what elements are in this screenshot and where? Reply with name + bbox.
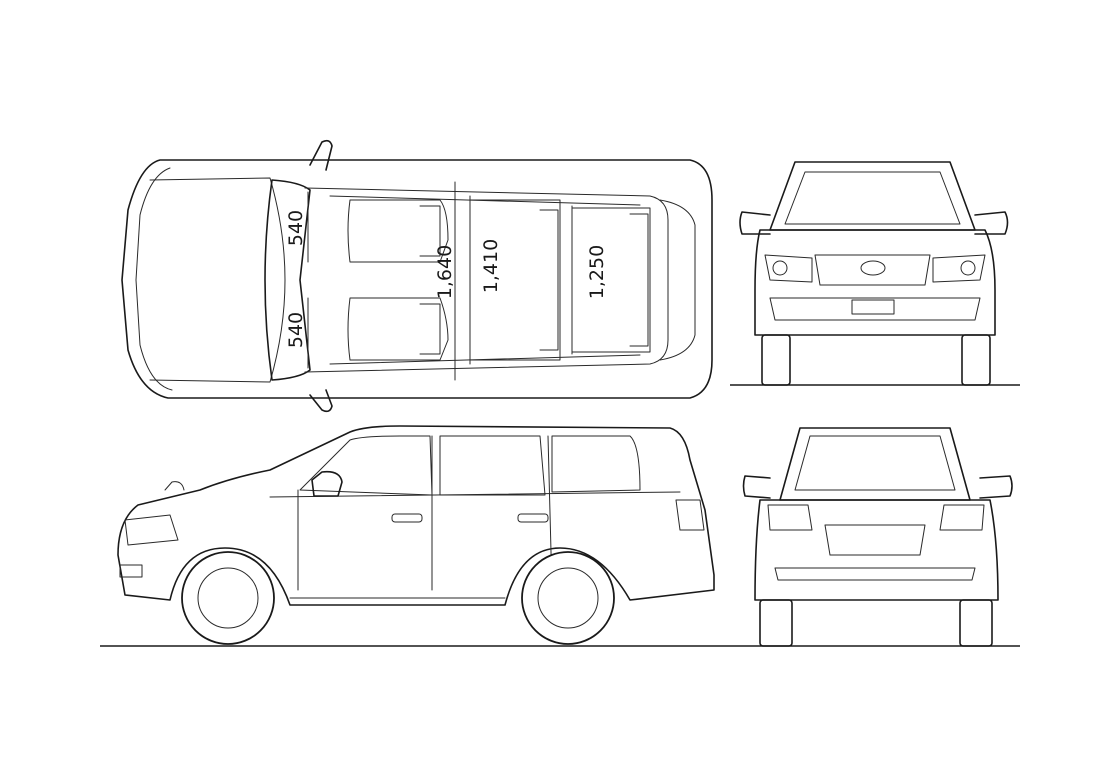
dim-interior-width-middle: 1,410 xyxy=(480,239,502,293)
dim-front-seat-right: 540 xyxy=(285,312,307,348)
front-view xyxy=(730,161,1020,386)
side-view xyxy=(100,425,1020,647)
dim-interior-width-front: 1,640 xyxy=(434,245,456,299)
dim-front-seat-left: 540 xyxy=(285,210,307,246)
rear-view xyxy=(742,427,1013,647)
top-view xyxy=(121,139,713,413)
dim-interior-width-rear: 1,250 xyxy=(586,245,608,299)
